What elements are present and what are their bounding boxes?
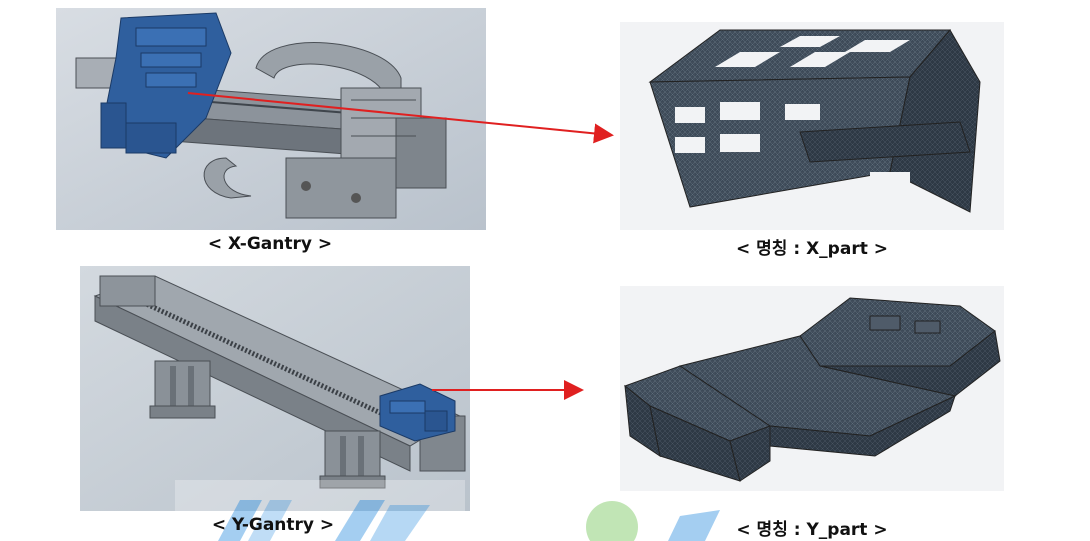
- y-gantry-image: [80, 266, 470, 511]
- y-part-mesh-image: [620, 286, 1004, 491]
- x-gantry-image: [56, 8, 486, 230]
- x-part-mesh-image: [620, 22, 1004, 230]
- x-part-caption: < 명칭 : X_part >: [736, 239, 888, 259]
- y-gantry-caption: < Y-Gantry >: [211, 515, 335, 535]
- x-gantry-caption: < X-Gantry >: [207, 234, 333, 254]
- y-part-caption: < 명칭 : Y_part >: [736, 520, 888, 540]
